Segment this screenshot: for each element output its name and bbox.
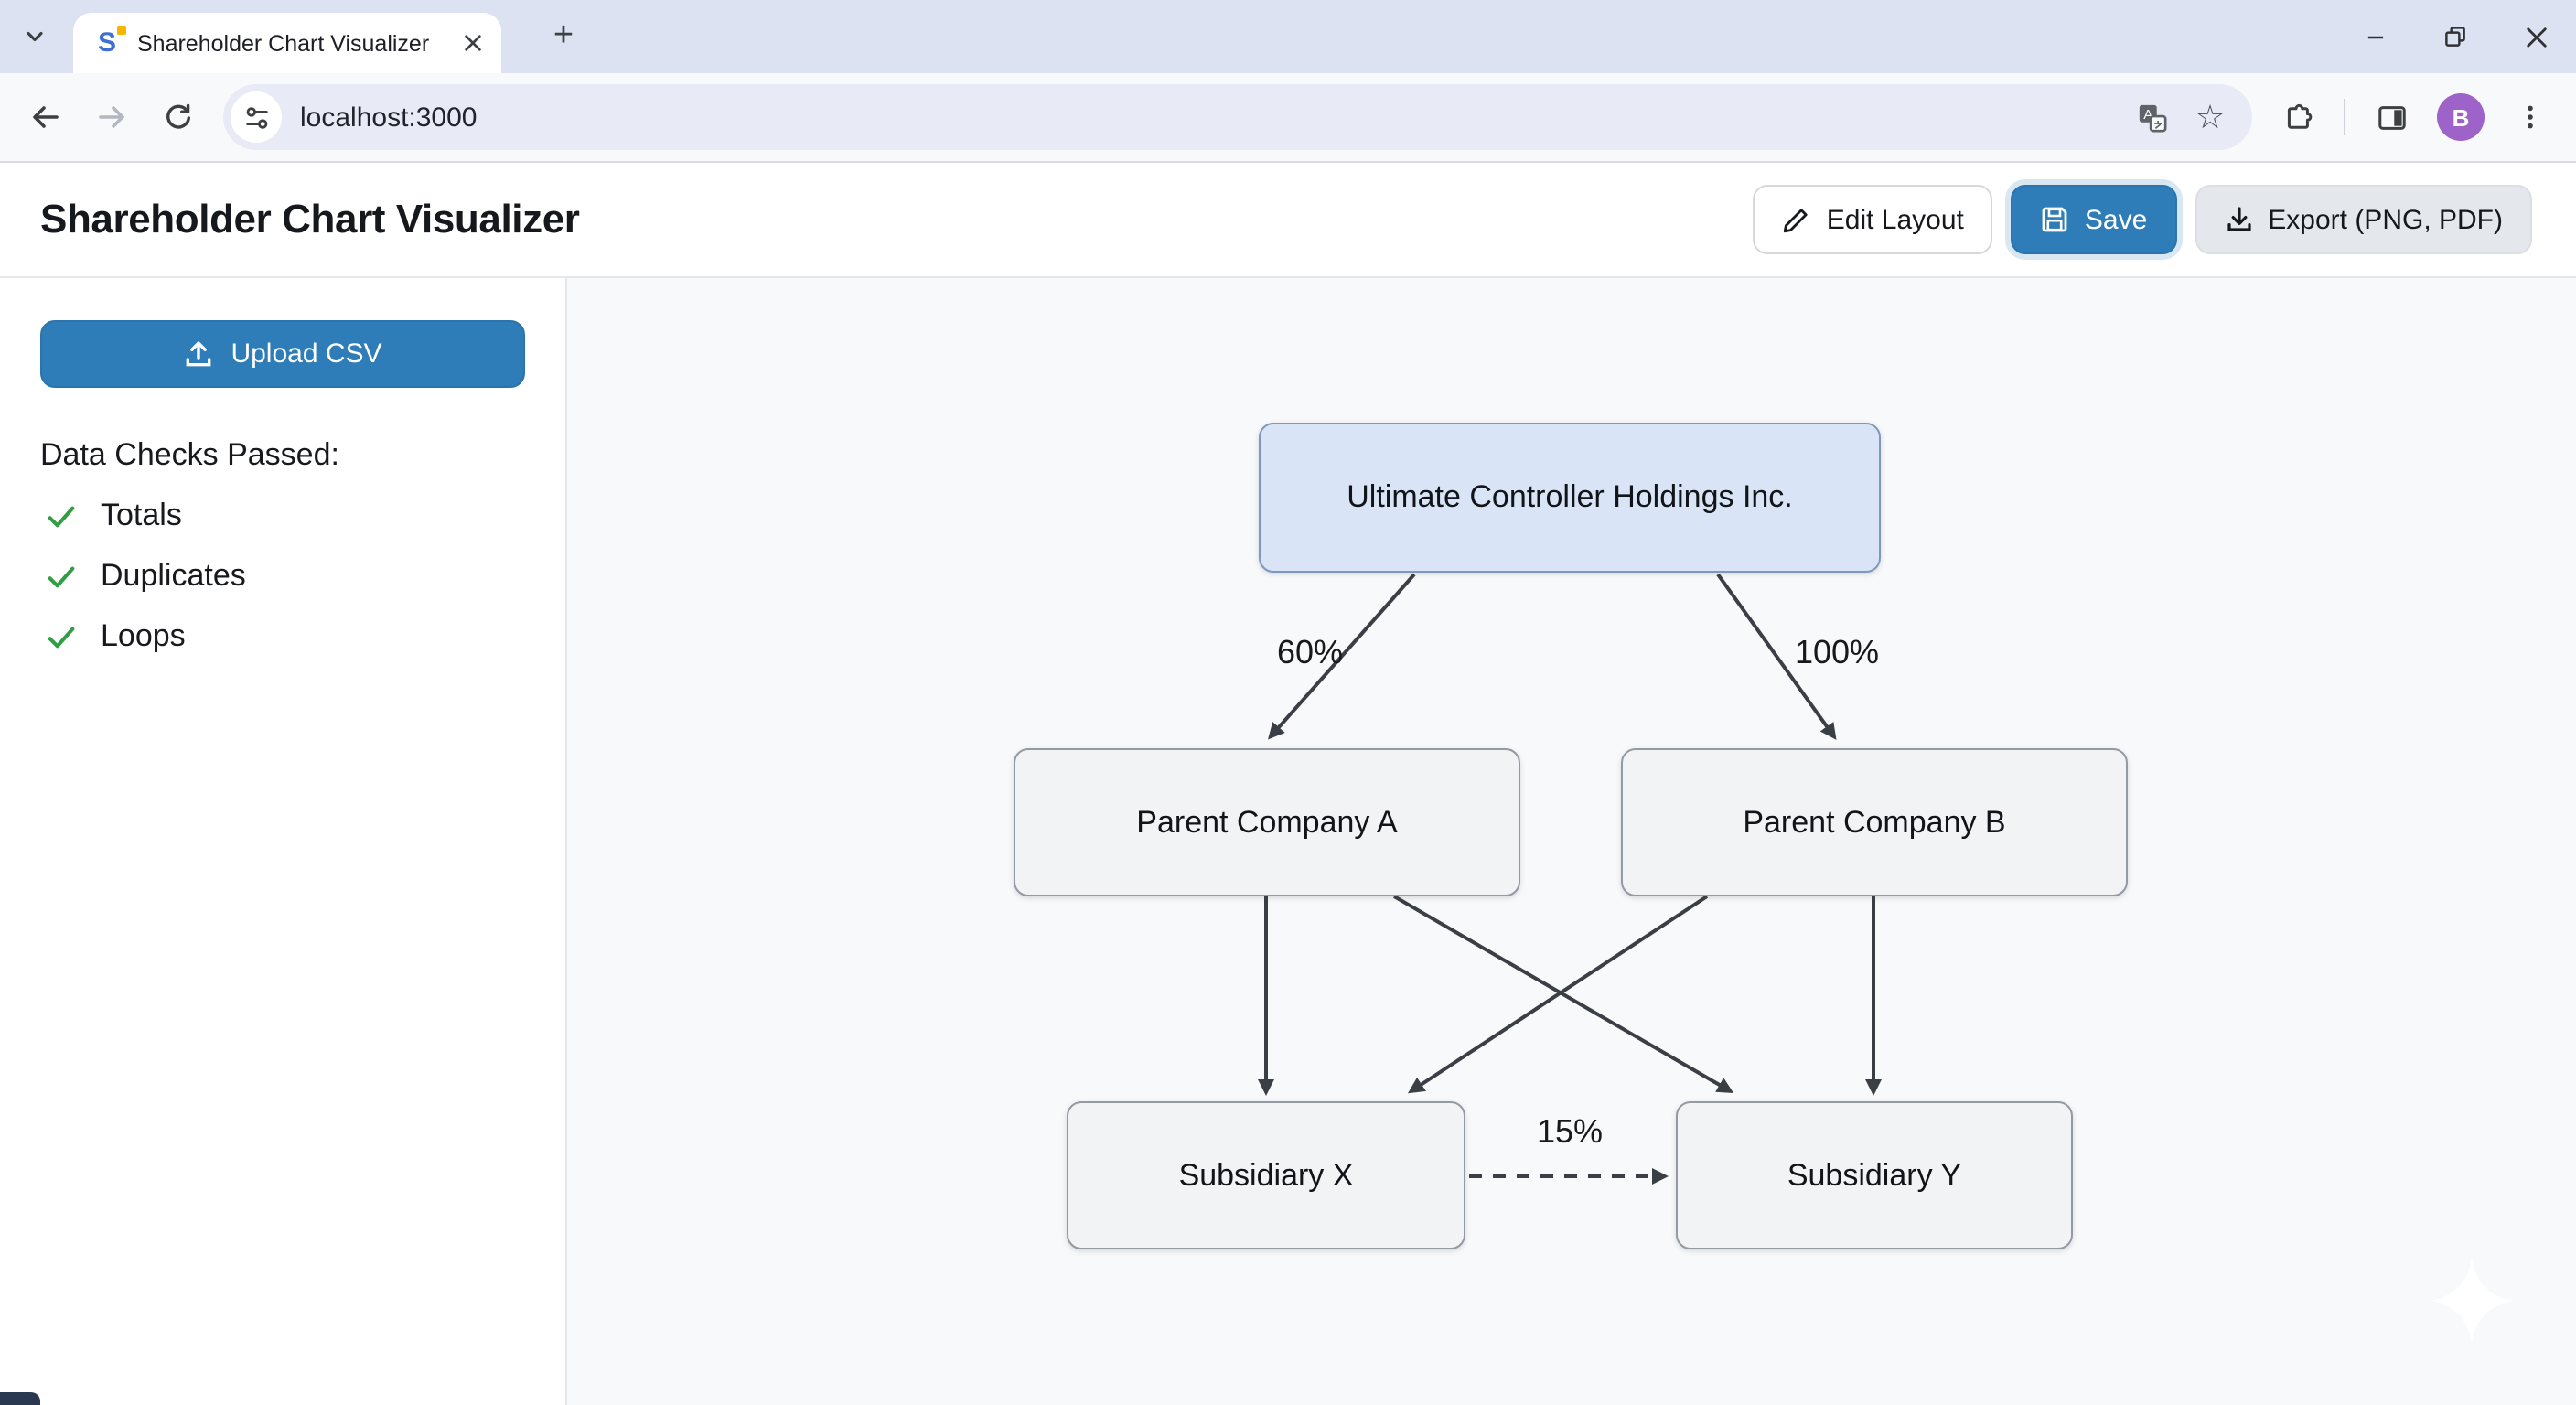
tab-search-chevron-icon[interactable] (15, 16, 55, 57)
data-checks-heading: Data Checks Passed: (40, 437, 339, 472)
sparkle-watermark-icon (2430, 1259, 2514, 1343)
upload-csv-button[interactable]: Upload CSV (40, 320, 525, 388)
checkmark-icon (46, 621, 77, 652)
checkmark-icon (46, 561, 77, 592)
save-icon (2041, 205, 2070, 234)
node-label: Parent Company A (1136, 804, 1398, 839)
check-label: Duplicates (101, 558, 246, 593)
page-title: Shareholder Chart Visualizer (40, 196, 580, 241)
side-panel-icon[interactable] (2360, 86, 2422, 148)
restore-button[interactable] (2415, 0, 2496, 73)
url-text[interactable]: localhost:3000 (300, 102, 478, 133)
main-area: Upload CSV Data Checks Passed: Totals Du… (0, 278, 2576, 1405)
svg-text:A: A (2142, 106, 2152, 122)
translate-icon[interactable]: A (2131, 97, 2172, 137)
download-icon (2224, 205, 2253, 234)
checkmark-icon (46, 500, 77, 531)
profile-avatar[interactable]: B (2430, 86, 2492, 148)
save-button[interactable]: Save (2011, 185, 2177, 254)
edge-ultimate-parent-a (1268, 573, 1416, 740)
browser-tab[interactable]: S Shareholder Chart Visualizer (73, 13, 501, 73)
node-label: Parent Company B (1743, 804, 2006, 839)
browser-menu-icon[interactable] (2499, 86, 2561, 148)
edge-label-100: 100% (1794, 634, 1880, 670)
toolbar-right-cluster: B (2267, 86, 2561, 148)
site-settings-icon[interactable] (231, 91, 282, 143)
node-parent-company-a[interactable]: Parent Company A (1014, 748, 1520, 896)
bookmark-star-icon[interactable]: ☆ (2195, 99, 2226, 135)
check-label: Totals (101, 498, 182, 532)
node-label: Subsidiary X (1178, 1157, 1354, 1192)
check-item-duplicates: Duplicates (40, 558, 525, 595)
pencil-icon (1783, 205, 1812, 234)
extensions-icon[interactable] (2267, 86, 2329, 148)
upload-csv-label: Upload CSV (231, 338, 382, 370)
export-label: Export (PNG, PDF) (2268, 204, 2503, 235)
close-button[interactable] (2496, 0, 2576, 73)
edit-layout-button[interactable]: Edit Layout (1753, 185, 1993, 254)
sidebar: Upload CSV Data Checks Passed: Totals Du… (0, 278, 567, 1405)
forward-button[interactable] (80, 86, 143, 148)
chart-canvas[interactable]: Ultimate Controller Holdings Inc. Parent… (567, 278, 2576, 1405)
tab-close-icon[interactable] (457, 28, 487, 58)
node-label: Subsidiary Y (1787, 1157, 1962, 1192)
node-subsidiary-x[interactable]: Subsidiary X (1067, 1101, 1465, 1249)
export-button[interactable]: Export (PNG, PDF) (2195, 185, 2532, 254)
edit-layout-label: Edit Layout (1826, 204, 1964, 235)
tab-strip: S Shareholder Chart Visualizer + (0, 0, 2576, 73)
edge-label-60: 60% (1276, 634, 1344, 670)
node-ultimate-controller[interactable]: Ultimate Controller Holdings Inc. (1259, 423, 1881, 573)
new-tab-button[interactable]: + (553, 16, 574, 55)
corner-notch (0, 1392, 40, 1405)
edge-label-15: 15% (1536, 1113, 1604, 1150)
check-item-loops: Loops (40, 618, 525, 655)
tab-title: Shareholder Chart Visualizer (137, 30, 430, 56)
browser-toolbar: localhost:3000 A ☆ B (0, 73, 2576, 163)
app-header: Shareholder Chart Visualizer Edit Layout… (0, 163, 2576, 278)
check-label: Loops (101, 618, 186, 653)
node-subsidiary-y[interactable]: Subsidiary Y (1676, 1101, 2073, 1249)
address-bar[interactable]: localhost:3000 A ☆ (223, 84, 2252, 150)
back-button[interactable] (15, 86, 77, 148)
node-parent-company-b[interactable]: Parent Company B (1621, 748, 2128, 896)
save-label: Save (2084, 204, 2148, 235)
window-controls (2334, 0, 2576, 73)
node-label: Ultimate Controller Holdings Inc. (1347, 479, 1793, 514)
edge-ultimate-parent-b (1716, 573, 1837, 740)
refresh-button[interactable] (146, 86, 209, 148)
site-favicon: S (91, 26, 126, 59)
toolbar-divider (2344, 99, 2345, 135)
edge-parent-b-sub-x (1407, 895, 1709, 1094)
check-item-totals: Totals (40, 498, 525, 534)
minimize-button[interactable] (2334, 0, 2415, 73)
upload-icon (183, 338, 214, 370)
diagram-edges (1258, 573, 1882, 1185)
